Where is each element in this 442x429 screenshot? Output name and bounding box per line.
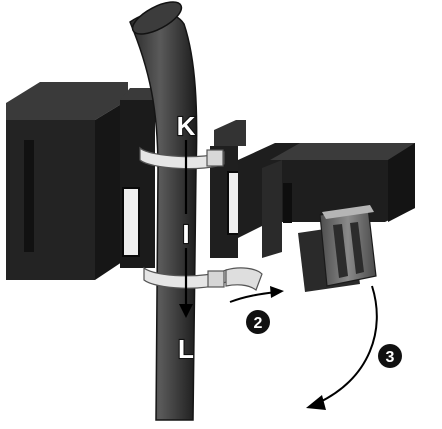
step-2-arrow xyxy=(229,286,284,303)
step-3-number: 3 xyxy=(386,349,395,366)
label-i: I xyxy=(182,219,189,249)
step-2-number: 2 xyxy=(254,315,263,332)
label-k: K xyxy=(177,111,196,141)
transformer-left-body xyxy=(6,82,160,280)
step-3-arrow xyxy=(306,285,378,410)
label-l: L xyxy=(178,334,194,364)
step-3-badge: 3 xyxy=(378,344,402,368)
transformer-right-body xyxy=(210,120,415,258)
current-direction-arrow xyxy=(179,140,193,318)
step-2-badge: 2 xyxy=(246,310,270,334)
conductor-cable xyxy=(129,1,198,421)
latch-clip xyxy=(298,205,377,292)
cable-tie-upper xyxy=(139,146,225,170)
core-window-left xyxy=(122,187,140,257)
cable-end xyxy=(131,1,183,35)
